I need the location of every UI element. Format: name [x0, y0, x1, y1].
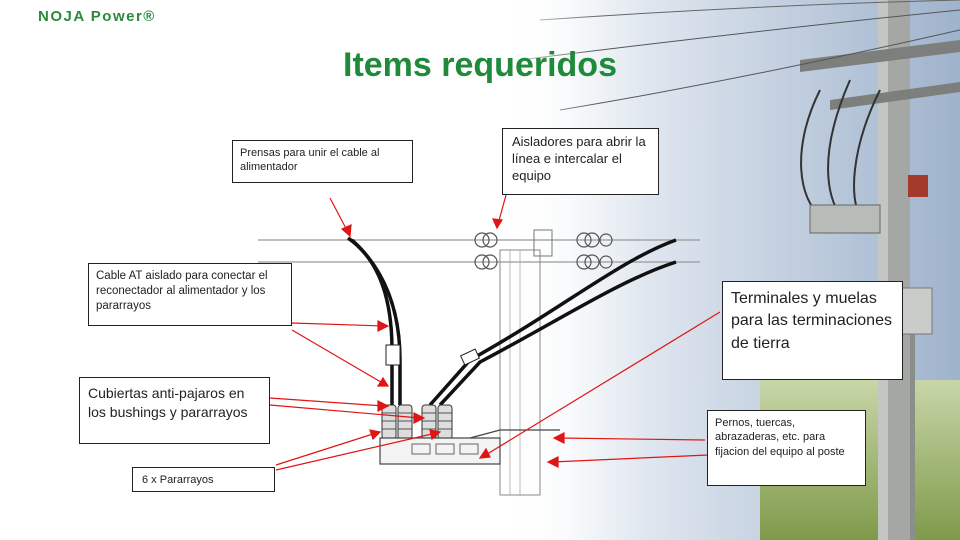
callout-prensas: Prensas para unir el cable al alimentado…	[232, 140, 413, 183]
callout-aisladores: Aisladores para abrir la línea e interca…	[502, 128, 659, 195]
callout-pernos: Pernos, tuercas, abrazaderas, etc. para …	[707, 410, 866, 486]
page-title: Items requeridos	[343, 46, 617, 84]
brand-logo: NOJA Power®	[38, 8, 156, 25]
callout-cubiertas: Cubiertas anti-pajaros en los bushings y…	[79, 377, 270, 444]
callout-pararrayos: 6 x Pararrayos	[132, 467, 275, 492]
callout-terminales: Terminales y muelas para las terminacion…	[722, 281, 903, 380]
callout-cable-at: Cable AT aislado para conectar el recone…	[88, 263, 292, 326]
